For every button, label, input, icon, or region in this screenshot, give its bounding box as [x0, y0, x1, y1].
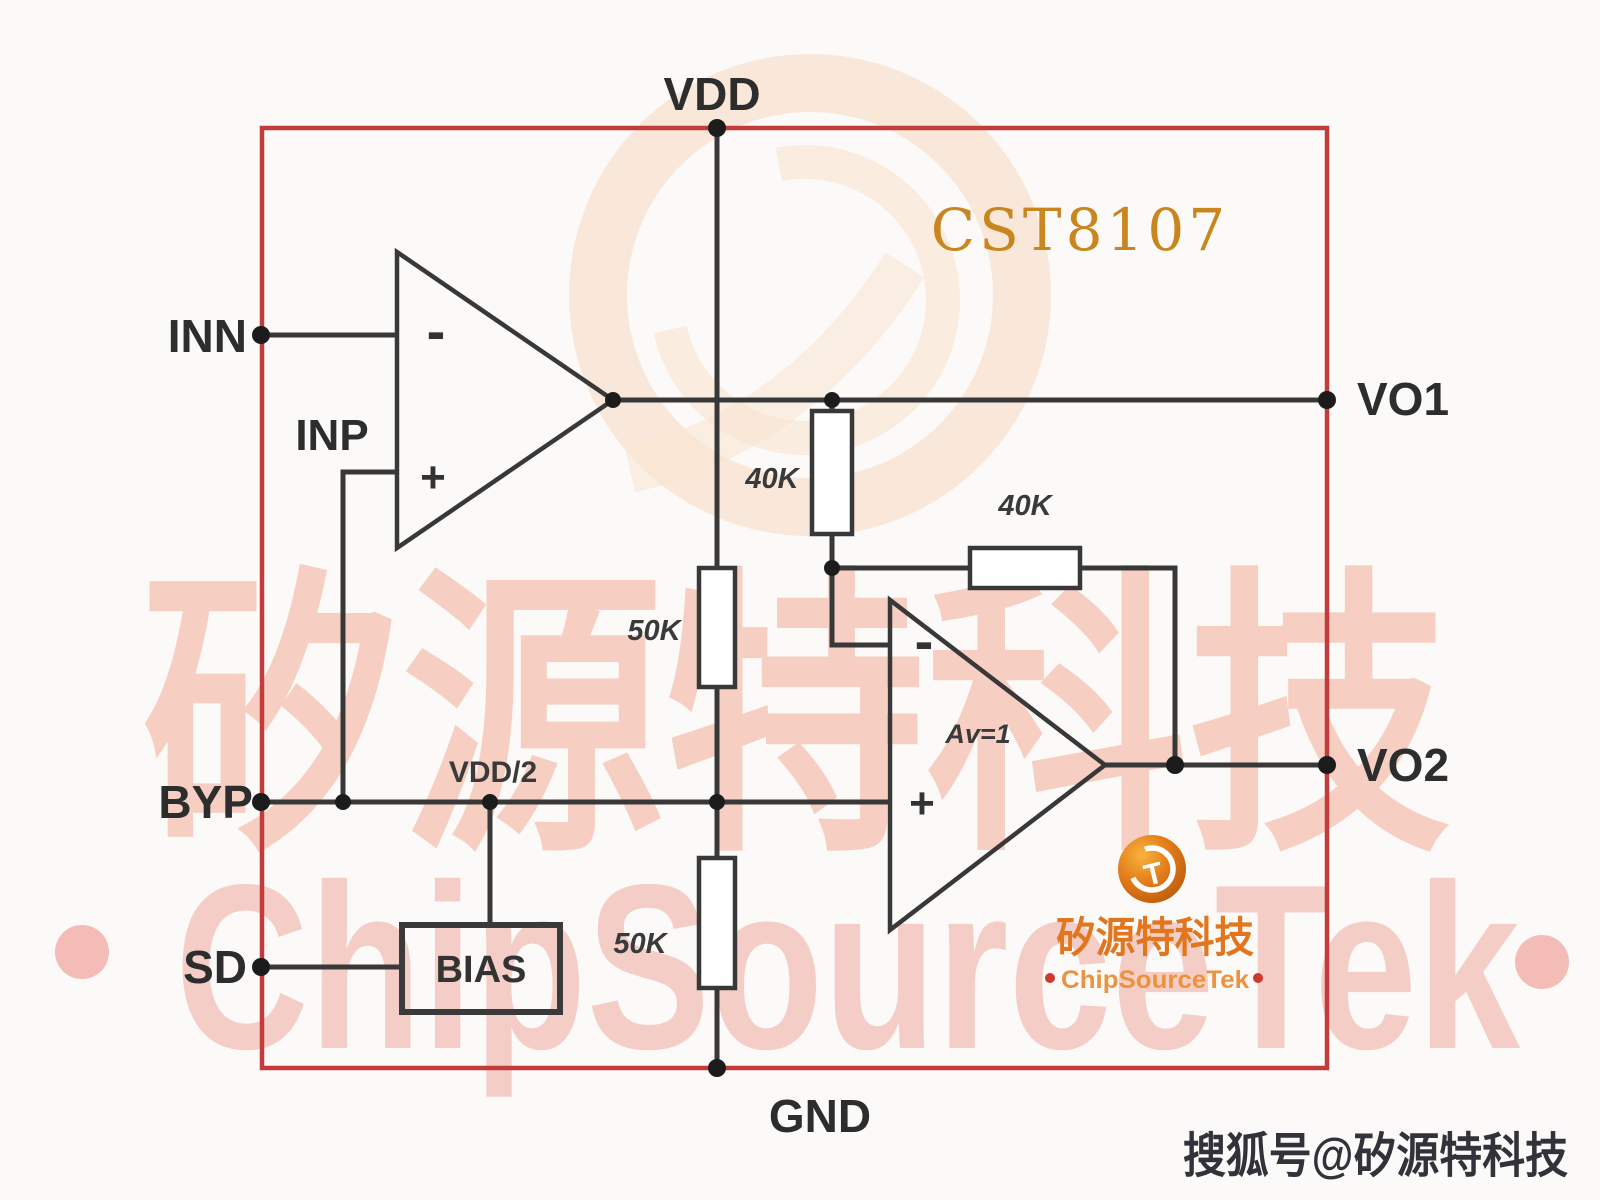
junction-dots	[252, 119, 1336, 1077]
pin-label-byp: BYP	[158, 776, 253, 828]
dot-divider-mid-junction	[709, 794, 725, 810]
resistor-divider-top-value: 50K	[627, 615, 682, 647]
opamp2-triangle	[887, 595, 1109, 935]
watermark-layer: 矽源特科技 ChipSourceTek	[55, 54, 1569, 1098]
vendor-logo-ring	[1128, 845, 1176, 893]
vendor-name-dot-right	[1253, 973, 1263, 983]
resistor-divider-bottom-body	[696, 855, 738, 991]
watermark-chinese-text: 矽源特科技	[140, 550, 1450, 886]
resistor-input-feedback-body	[809, 408, 855, 537]
watermark-dot-right	[1515, 935, 1569, 989]
pin-labels: VDD GND INN INP BYP SD VO1 VO2 VDD/2	[158, 68, 1449, 1142]
resistor-amp2-feedback-body	[967, 545, 1083, 591]
dot-gnd-pin	[708, 1059, 726, 1077]
net-label-vdd-half: VDD/2	[449, 756, 537, 789]
chip-title: CST8107	[931, 196, 1229, 264]
resistors: 50K 50K 40K 40K	[613, 408, 1083, 991]
dot-vo2-feedback-junction	[1166, 756, 1184, 774]
dot-vddhalf-junction	[482, 794, 498, 810]
watermark-ring-inner	[650, 145, 960, 455]
pin-label-vdd: VDD	[663, 68, 760, 120]
op-amps: - + - + Av=1	[394, 247, 1109, 935]
dot-vdd-pin	[708, 119, 726, 137]
opamp2-gain-label: Av=1	[944, 719, 1010, 749]
opamp2-minus-sign: -	[915, 609, 934, 672]
dot-byp-pin	[252, 793, 270, 811]
opamp2-plus-sign: +	[909, 779, 935, 828]
bias-box	[399, 922, 563, 1015]
vendor-name-english: ChipSourceTek	[1061, 966, 1249, 994]
opamp1-plus-sign: +	[420, 453, 446, 502]
vendor-logo-block: T 矽源特科技 ChipSourceTek	[1045, 835, 1263, 994]
vendor-name-dot-left	[1045, 973, 1055, 983]
watermark-dot-left	[55, 925, 109, 979]
pin-label-vo2: VO2	[1357, 739, 1449, 791]
opamp1-triangle	[394, 247, 617, 553]
bias-label: BIAS	[436, 949, 527, 991]
wires	[261, 128, 1327, 1068]
dot-feedback-junction	[824, 560, 840, 576]
vendor-name-chinese: 矽源特科技	[1056, 914, 1254, 961]
dot-r40k-top-junction	[824, 392, 840, 408]
opamp1-minus-sign: -	[427, 299, 446, 362]
wire-amp2-minus-input	[829, 568, 890, 648]
resistor-input-feedback-value: 40K	[744, 463, 800, 495]
dot-sd-pin	[252, 958, 270, 976]
dot-vo2-pin	[1318, 756, 1336, 774]
dot-inp-byp-junction	[335, 794, 351, 810]
pin-label-sd: SD	[183, 941, 247, 993]
chip-boundary-box	[259, 125, 1330, 1071]
bias-block: BIAS	[399, 922, 563, 1015]
resistor-divider-bottom-value: 50K	[613, 928, 668, 960]
pin-label-inp: INP	[295, 411, 368, 460]
pin-label-inn: INN	[168, 310, 247, 362]
dot-opamp1-output	[605, 392, 621, 408]
dot-inn-pin	[252, 326, 270, 344]
resistor-divider-top-body	[696, 565, 738, 690]
wire-feedback-right-lead	[1080, 565, 1178, 765]
pin-label-vo1: VO1	[1357, 373, 1449, 425]
vendor-logo-icon	[1118, 835, 1186, 903]
pin-label-gnd: GND	[769, 1090, 871, 1142]
footer-credit: 搜狐号@矽源特科技	[1183, 1130, 1568, 1183]
dot-vo1-pin	[1318, 391, 1336, 409]
wire-inp-to-byp	[340, 469, 397, 802]
resistor-amp2-feedback-value: 40K	[997, 490, 1053, 522]
